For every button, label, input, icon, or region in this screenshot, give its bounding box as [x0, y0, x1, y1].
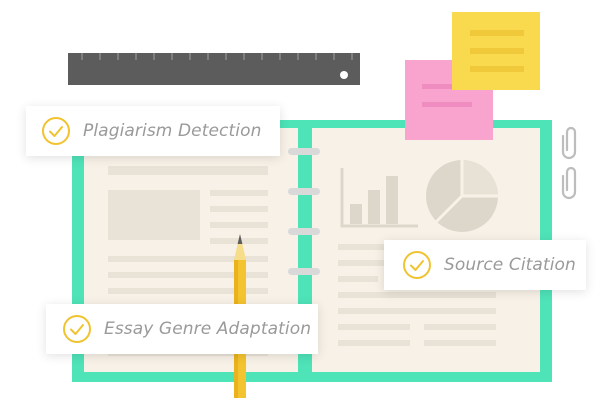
feature-tag-plagiarism: Plagiarism Detection — [26, 106, 280, 156]
binder-rings — [288, 148, 320, 275]
bar-chart-icon — [340, 168, 418, 228]
pie-chart-icon — [426, 160, 498, 232]
check-circle-icon — [41, 116, 71, 146]
feature-label: Source Citation — [444, 255, 576, 275]
sticky-note-icon — [405, 12, 540, 140]
ruler-icon — [68, 53, 360, 85]
image-placeholder — [108, 190, 200, 240]
paperclip-icon — [561, 126, 577, 200]
feature-label: Plagiarism Detection — [83, 121, 262, 141]
check-circle-icon — [62, 314, 92, 344]
feature-tag-genre: Essay Genre Adaptation — [46, 304, 318, 354]
feature-label: Essay Genre Adaptation — [104, 319, 312, 339]
feature-tag-citation: Source Citation — [384, 240, 586, 290]
check-circle-icon — [402, 250, 432, 280]
